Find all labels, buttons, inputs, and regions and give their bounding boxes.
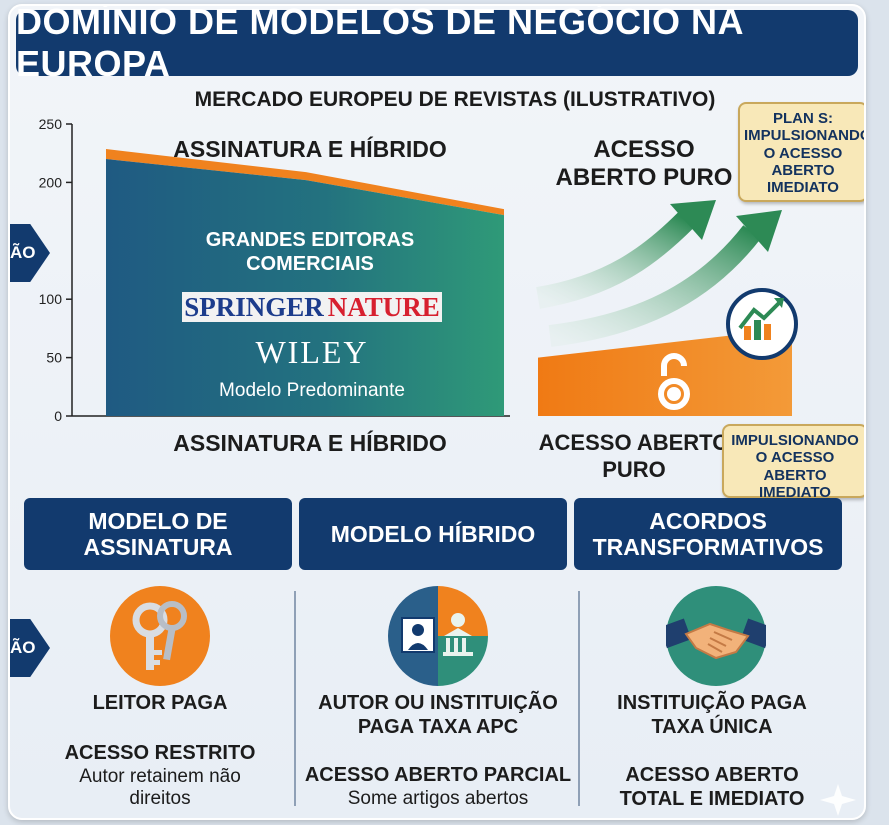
column-divider [578, 591, 580, 806]
subscription-model-header: MODELO DE ASSINATURA [24, 498, 292, 570]
hybrid-model-header: MODELO HÍBRIDO [299, 498, 567, 570]
open-access-bottom-label: ACESSO ABERTO PURO [538, 430, 730, 482]
page-title: DOMÍNIO DE MODELOS DE NEGÓCIO NA EUROPA [16, 6, 858, 84]
open-access-lock-icon [658, 353, 690, 410]
y-tick-label: 100 [39, 291, 63, 307]
subscription-note: Autor retainem não direitos [79, 766, 241, 810]
subscription-top-label: ASSINATURA E HÍBRIDO [173, 136, 447, 162]
transformative-model-header: ACORDOS TRANSFORMATIVOS [574, 498, 842, 570]
column-divider [294, 591, 296, 806]
springer-wordmark: SPRINGER [182, 292, 326, 322]
subscription-bottom-label: ASSINATURA E HÍBRIDO [173, 430, 447, 456]
open-access-top-label: ACESSO ABERTO PURO [555, 136, 733, 191]
trend-chart-icon [726, 288, 798, 360]
growth-arrow-icon [548, 210, 782, 347]
subscription-payer: LEITOR PAGA [92, 692, 228, 714]
sparkle-icon [820, 784, 856, 816]
predominant-model-label: Modelo Predominante [219, 380, 405, 401]
chart-title: MERCADO EUROPEU DE REVISTAS (ILUSTRATIVO… [194, 88, 716, 111]
wiley-logo: WILEY [255, 334, 369, 370]
y-tick-label: 200 [39, 174, 63, 190]
handshake-icon [659, 586, 773, 686]
subscription-access: ACESSO RESTRITO [64, 742, 256, 764]
author-institution-icon [388, 586, 488, 686]
y-tick-label: 50 [46, 350, 62, 366]
transformative-payer: INSTITUIÇÃO PAGA TAXA ÚNICA [617, 692, 807, 738]
plan-s-callout: PLAN S: IMPULSIONANDO O ACESSO ABERTO IM… [738, 102, 864, 202]
hybrid-note: Some artigos abertos [347, 788, 529, 809]
y-tick-label: 250 [39, 116, 63, 132]
side-tab-bottom: ÃO [10, 619, 50, 677]
market-chart: 250 200 100 50 0 [39, 116, 798, 424]
y-tick-label: 0 [54, 408, 62, 424]
hybrid-payer: AUTOR OU INSTITUIÇÃO PAGA TAXA APC [318, 692, 558, 738]
open-access-callout: IMPULSIONANDO O ACESSO ABERTO IMEDIATO [722, 424, 864, 501]
growth-arrow-icon [536, 200, 716, 309]
keys-icon [110, 586, 210, 686]
hybrid-access: ACESSO ABERTO PARCIAL [304, 764, 572, 786]
subscription-area-edge [106, 149, 504, 216]
publishers-heading: GRANDES EDITORAS COMERCIAIS [205, 229, 415, 275]
infographic-card: DOMÍNIO DE MODELOS DE NEGÓCIO NA EUROPA … [8, 4, 866, 820]
nature-wordmark: NATURE [325, 292, 442, 322]
transformative-access: ACESSO ABERTO TOTAL E IMEDIATO [619, 764, 805, 810]
subscription-area [106, 159, 504, 417]
